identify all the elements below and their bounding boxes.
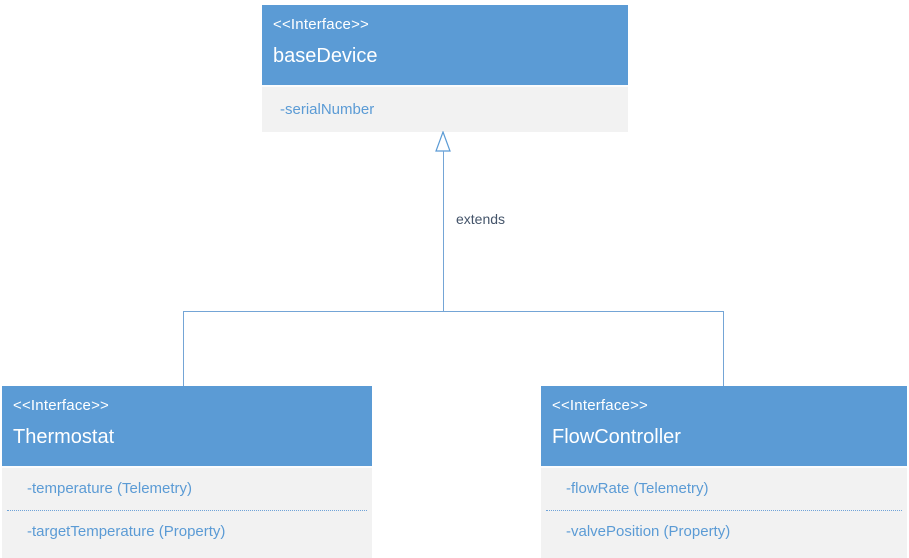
node-attributes-compartment: -flowRate (Telemetry) -valvePosition (Pr… <box>541 466 907 558</box>
node-header: <<Interface>> baseDevice <box>262 5 628 85</box>
attribute-row: -targetTemperature (Property) <box>27 523 226 540</box>
extends-label: extends <box>454 211 508 227</box>
node-header: <<Interface>> FlowController <box>541 386 907 466</box>
interface-name: baseDevice <box>273 45 378 67</box>
attribute-row: -flowRate (Telemetry) <box>566 480 709 497</box>
inheritance-line-left-drop <box>183 311 184 386</box>
inheritance-line-horizontal <box>183 311 724 312</box>
inheritance-arrowhead-icon <box>435 131 451 152</box>
interface-name: Thermostat <box>13 426 115 448</box>
interface-node-thermostat: <<Interface>> Thermostat -temperature (T… <box>2 386 372 558</box>
inheritance-line-right-drop <box>723 311 724 386</box>
node-attributes-compartment: -temperature (Telemetry) -targetTemperat… <box>2 466 372 558</box>
stereotype-label: <<Interface>> <box>273 16 370 33</box>
attribute-row: -serialNumber <box>280 101 375 118</box>
node-attributes-compartment: -serialNumber <box>262 85 628 132</box>
stereotype-label: <<Interface>> <box>13 397 110 414</box>
attribute-row: -valvePosition (Property) <box>566 523 731 540</box>
attribute-separator <box>7 510 367 511</box>
interface-node-flowcontroller: <<Interface>> FlowController -flowRate (… <box>541 386 907 558</box>
attribute-row: -temperature (Telemetry) <box>27 480 193 497</box>
interface-name: FlowController <box>552 426 681 448</box>
node-header: <<Interface>> Thermostat <box>2 386 372 466</box>
interface-node-basedevice: <<Interface>> baseDevice -serialNumber <box>262 5 628 132</box>
attribute-separator <box>546 510 902 511</box>
inheritance-line-center <box>443 151 444 311</box>
stereotype-label: <<Interface>> <box>552 397 649 414</box>
